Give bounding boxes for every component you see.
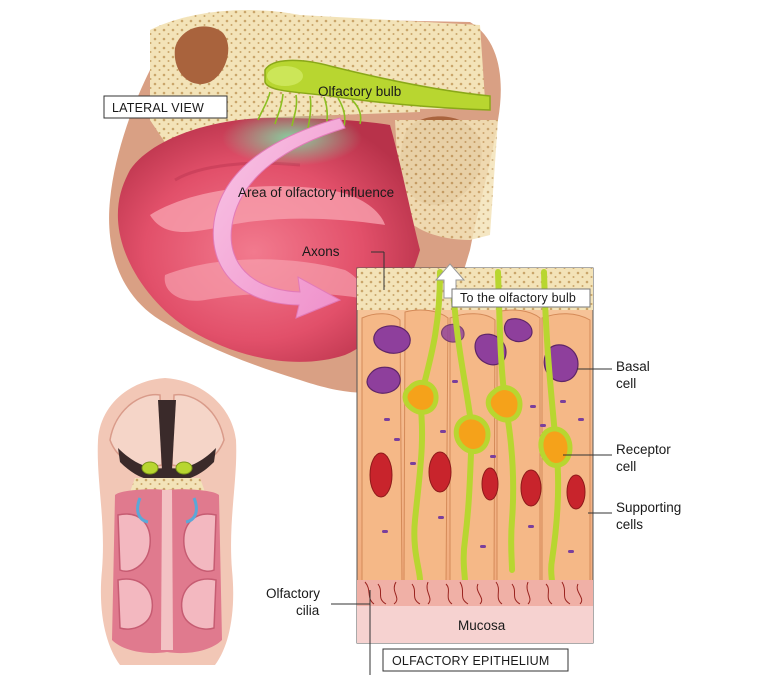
cilia-label-2: cilia	[296, 603, 320, 618]
septum	[161, 490, 173, 650]
area-influence-label: Area of olfactory influence	[238, 185, 394, 200]
receptor-cell-label-2: cell	[616, 459, 636, 474]
basal-cell-label-1: Basal	[616, 359, 650, 374]
basal-cell-label-2: cell	[616, 376, 636, 391]
mucosa-label: Mucosa	[458, 618, 506, 633]
axons-label: Axons	[302, 244, 340, 259]
cilia-label-1: Olfactory	[266, 586, 320, 601]
receptor-cell-label-1: Receptor	[616, 442, 671, 457]
olfactory-bulb-left	[142, 462, 158, 474]
lateral-view-label: LATERAL VIEW	[112, 101, 204, 115]
cilia-layer	[357, 580, 593, 606]
olfactory-bulb-label: Olfactory bulb	[318, 84, 401, 99]
olfactory-bulb-right	[176, 462, 192, 474]
epithelium-panel	[357, 264, 593, 643]
supporting-cells-label-2: cells	[616, 517, 643, 532]
epithelium-label: OLFACTORY EPITHELIUM	[392, 654, 550, 668]
supporting-cells-label-1: Supporting	[616, 500, 681, 515]
coronal-view-illustration	[98, 378, 237, 665]
to-bulb-label: To the olfactory bulb	[460, 291, 576, 305]
